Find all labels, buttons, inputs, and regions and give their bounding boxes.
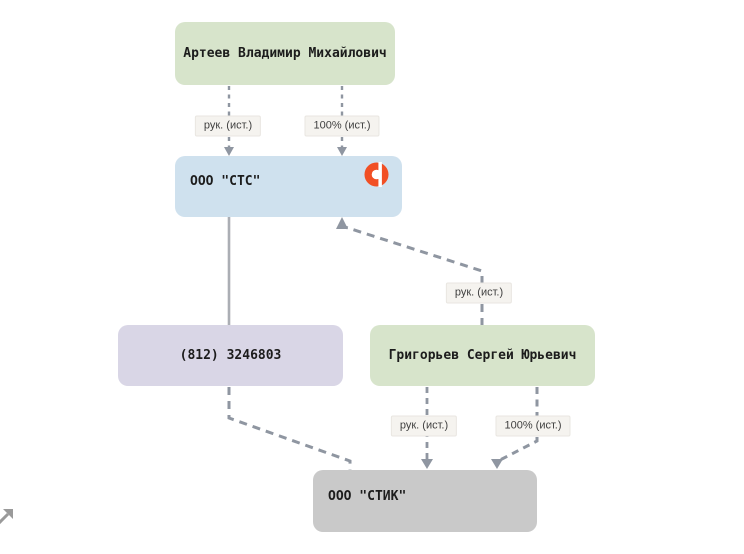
edge-label-grigoriev-stik-ruk: рук. (ист.)	[390, 415, 458, 437]
edge-label-grigoriev-sts-ruk: рук. (ист.)	[445, 282, 513, 304]
node-label: ООО "СТИК"	[328, 488, 407, 504]
edge-label-artev-sts-ruk: рук. (ист.)	[194, 115, 262, 137]
arrowhead	[336, 217, 348, 229]
org-logo-icon	[364, 162, 389, 187]
arrowhead	[421, 459, 433, 469]
arrowhead	[224, 147, 234, 156]
edge-label-artev-sts-share: 100% (ист.)	[304, 115, 380, 137]
arrowhead	[491, 459, 503, 469]
node-label: Артеев Владимир Михайлович	[183, 46, 387, 61]
node-label: ООО "СТС"	[190, 174, 261, 189]
edge-grigoriev-stik-share	[499, 387, 539, 462]
node-phone[interactable]: (812) 3246803	[118, 325, 343, 386]
node-company-stik[interactable]: ООО "СТИК"	[313, 470, 537, 532]
node-person-grigoriev[interactable]: Григорьев Сергей Юрьевич	[370, 325, 595, 386]
edge-phone-stik	[227, 387, 352, 470]
edge-label-grigoriev-stik-share: 100% (ист.)	[495, 415, 571, 437]
node-company-sts[interactable]: ООО "СТС"	[175, 156, 402, 217]
arrowhead	[337, 147, 347, 156]
node-person-artev[interactable]: Артеев Владимир Михайлович	[175, 22, 395, 85]
edge-grigoriev-sts-ruk	[344, 225, 484, 326]
node-label: (812) 3246803	[179, 348, 282, 363]
expand-arrow-icon[interactable]	[0, 505, 17, 527]
node-label: Григорьев Сергей Юрьевич	[388, 348, 577, 363]
